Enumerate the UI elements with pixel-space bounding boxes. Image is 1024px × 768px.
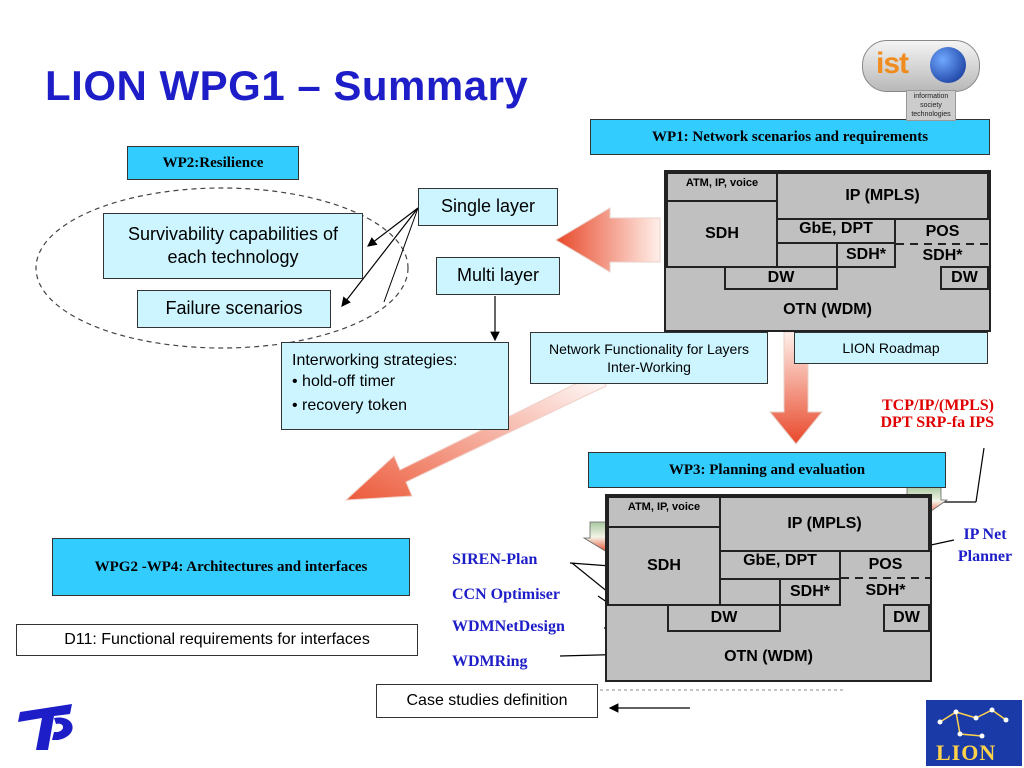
- stack-dash-lines: [841, 577, 930, 579]
- diagonal-big-arrow: [344, 371, 607, 501]
- stack-sdh-star: SDH*: [779, 578, 841, 606]
- wp2-box: WP2:Resilience: [127, 146, 299, 180]
- network-functionality-box: Network Functionality for Layers Inter-W…: [530, 332, 768, 384]
- tool-wdmnetdesign: WDMNetDesign: [452, 618, 565, 635]
- stack-dw: DW: [940, 266, 989, 290]
- protocol-label: TCP/IP/(MPLS) DPT SRP-fa IPS: [880, 397, 995, 431]
- wp3-box: WP3: Planning and evaluation: [588, 452, 946, 488]
- failure-scenarios-box: Failure scenarios: [137, 290, 331, 328]
- survivability-box: Survivability capabilities of each techn…: [103, 213, 363, 279]
- left-big-arrow: [555, 207, 661, 273]
- interworking-box: Interworking strategies: • hold-off time…: [281, 342, 509, 430]
- interworking-item: • hold-off timer: [292, 372, 396, 390]
- stack-pos: POS: [925, 223, 960, 240]
- interworking-item: • recovery token: [292, 396, 407, 414]
- ist-logo: ist information society technologies: [862, 40, 980, 121]
- wpg2-box: WPG2 -WP4: Architectures and interfaces: [52, 538, 410, 596]
- tool-wdmring: WDMRing: [452, 653, 528, 670]
- stack-ip: IP (MPLS): [776, 172, 989, 220]
- page-title: LION WPG1 – Summary: [45, 62, 529, 109]
- d11-box: D11: Functional requirements for interfa…: [16, 624, 418, 656]
- case-studies-box: Case studies definition: [376, 684, 598, 718]
- tp-logo: [14, 692, 80, 758]
- stack-gbe: GbE, DPT: [719, 550, 841, 580]
- tool-siren-plan: SIREN-Plan: [452, 551, 538, 568]
- wp1-stack: ATM, IP, voice IP (MPLS) SDH GbE, DPT PO…: [664, 170, 991, 332]
- stack-dw: DW: [724, 266, 838, 290]
- stack-dw: DW: [667, 604, 781, 632]
- lion-roadmap-box: LION Roadmap: [794, 332, 988, 364]
- stack-sdh: SDH: [607, 526, 721, 606]
- stack-pos: POS: [868, 556, 903, 573]
- stack-atm: ATM, IP, voice: [607, 496, 721, 528]
- globe-icon: [930, 47, 966, 83]
- stack-sdh: SDH: [666, 200, 778, 268]
- stack-dash-lines: [896, 243, 989, 245]
- lion-logo: LION: [926, 700, 1022, 766]
- ip-net-planner-label: IP Net Planner: [957, 526, 1013, 565]
- stack-otn: OTN (WDM): [783, 301, 872, 318]
- stack-dw: DW: [883, 604, 930, 632]
- stack-sdh-star: SDH*: [865, 582, 906, 599]
- interworking-heading: Interworking strategies:: [292, 352, 458, 369]
- stack-otn: OTN (WDM): [724, 648, 813, 665]
- wp3-stack: ATM, IP, voice IP (MPLS) SDH GbE, DPT PO…: [605, 494, 932, 682]
- tool-ccn-optimiser: CCN Optimiser: [452, 586, 560, 603]
- resilience-ellipse: [35, 187, 409, 349]
- single-layer-box: Single layer: [418, 188, 558, 226]
- stack-ip: IP (MPLS): [719, 496, 930, 552]
- multi-layer-box: Multi layer: [436, 257, 560, 295]
- wp1-box: WP1: Network scenarios and requirements: [590, 119, 990, 155]
- stack-sdh-star: SDH*: [922, 247, 963, 264]
- stack-sdh-star: SDH*: [836, 242, 896, 268]
